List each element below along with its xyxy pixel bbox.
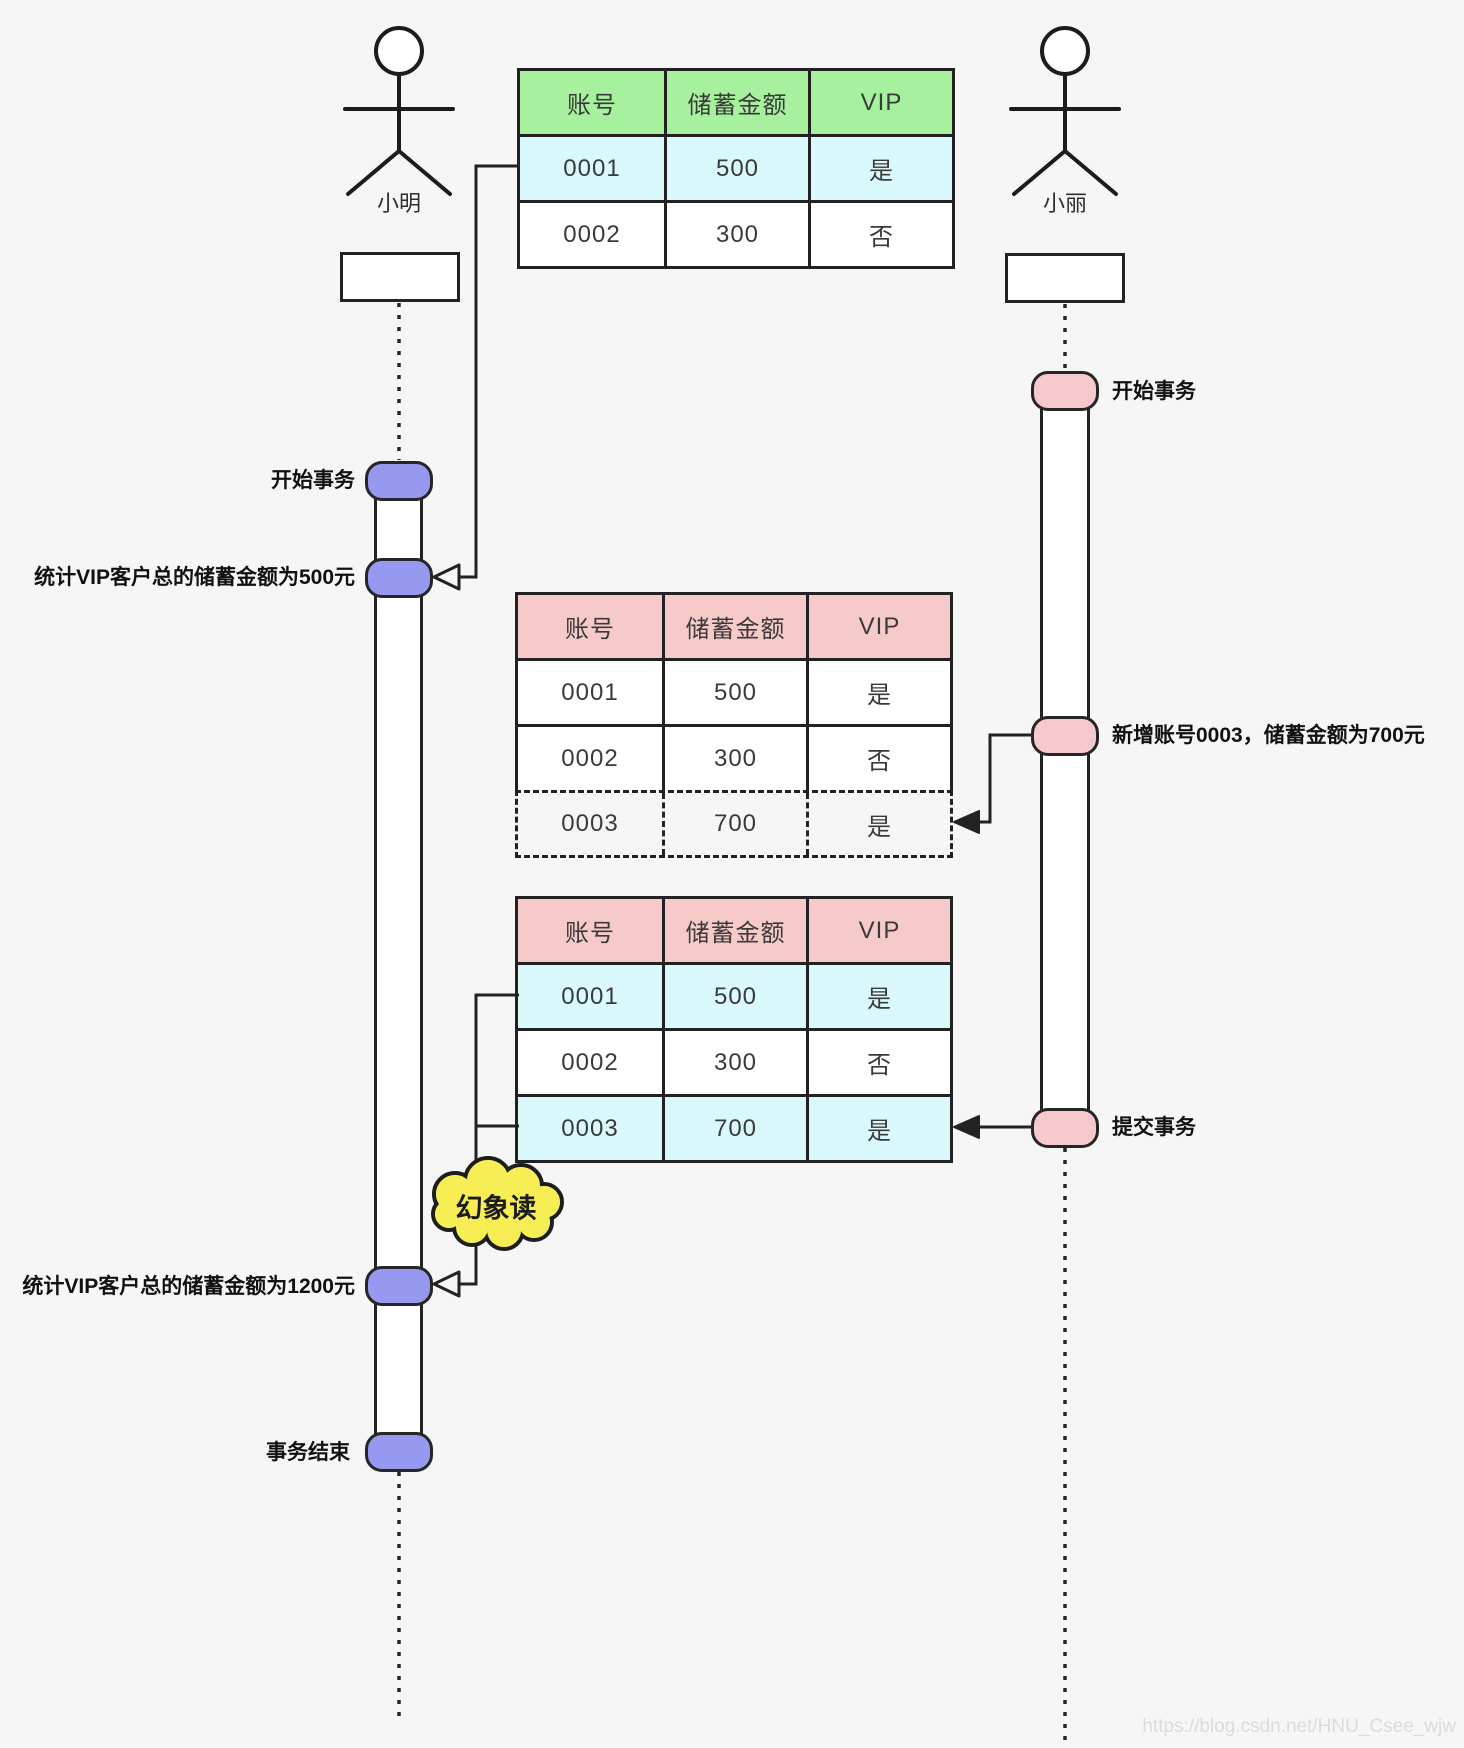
- table-cell: 0001: [520, 137, 664, 200]
- table-header-row: 账号 储蓄金额 VIP: [518, 595, 950, 658]
- table-header-row: 账号 储蓄金额 VIP: [518, 899, 950, 962]
- table-cell: 700: [662, 793, 806, 855]
- table-header-row: 账号 储蓄金额 VIP: [520, 71, 952, 134]
- table-cell: 300: [662, 727, 806, 790]
- table-cell: 是: [806, 793, 950, 855]
- node-left-sum-1200: [365, 1266, 433, 1306]
- right-activation-bar: [1040, 391, 1090, 1127]
- table-cell: 否: [806, 727, 950, 790]
- table-initial-accounts: 账号 储蓄金额 VIP 0001 500 是 0002 300 否: [517, 68, 955, 269]
- table-cell: 否: [808, 203, 952, 266]
- table-row: 0002 300 否: [520, 200, 952, 266]
- table-row: 0001 500 是: [518, 658, 950, 724]
- arrow-insert-row: [953, 733, 1031, 834]
- table-cell: 0001: [518, 661, 662, 724]
- label-right-commit: 提交事务: [1112, 1116, 1196, 1139]
- label-left-sum-500: 统计VIP客户总的储蓄金额为500元: [34, 566, 355, 589]
- table-cell: 否: [806, 1031, 950, 1094]
- table-cell: 300: [662, 1031, 806, 1094]
- table-header-cell: VIP: [806, 595, 950, 658]
- label-left-sum-1200: 统计VIP客户总的储蓄金额为1200元: [22, 1275, 355, 1298]
- table-cell: 0002: [520, 203, 664, 266]
- table-row: 0001 500 是: [518, 962, 950, 1028]
- table-header-cell: VIP: [806, 899, 950, 962]
- table-cell: 0001: [518, 965, 662, 1028]
- table-cell: 0003: [561, 810, 619, 837]
- table-cell: 是: [808, 137, 952, 200]
- table-cell: 是: [806, 965, 950, 1028]
- table-cell: 500: [662, 661, 806, 724]
- arrow-phantom-read: [432, 993, 519, 1298]
- table-cell: 是: [806, 1097, 950, 1160]
- table-phantom-read: 账号 储蓄金额 VIP 0001 500 是 0002 300 否 0003 7…: [515, 896, 953, 1163]
- table-header-cell: 账号: [518, 899, 662, 962]
- table-after-insert: 账号 储蓄金额 VIP 0001 500 是 0002 300 否: [515, 592, 953, 790]
- label-right-begin-transaction: 开始事务: [1112, 380, 1196, 403]
- table-cell: 0003: [518, 1097, 662, 1160]
- table-cell: 是: [806, 661, 950, 724]
- table-dashed-inserted-row: 0003 700 是: [515, 790, 953, 858]
- table-cell: 300: [664, 203, 808, 266]
- actor-figure-xiaoli: [1009, 26, 1121, 196]
- node-left-begin-transaction: [365, 461, 433, 501]
- phantom-cloud-label: 幻象读: [455, 1193, 537, 1224]
- label-left-begin-transaction: 开始事务: [271, 469, 355, 492]
- arrow-read-initial: [432, 164, 519, 591]
- table-row: 0001 500 是: [520, 134, 952, 200]
- label-left-end-transaction: 事务结束: [266, 1441, 350, 1464]
- table-header-cell: 储蓄金额: [662, 595, 806, 658]
- table-cell: 0002: [518, 1031, 662, 1094]
- actor-right-label: 小丽: [1042, 191, 1088, 216]
- table-cell: 0002: [518, 727, 662, 790]
- node-left-end-transaction: [365, 1432, 433, 1472]
- table-header-cell: VIP: [808, 71, 952, 134]
- node-right-begin-transaction: [1031, 371, 1099, 411]
- node-left-sum-500: [365, 558, 433, 598]
- actor-figure-xiaoming: [343, 26, 455, 196]
- table-cell: 500: [662, 965, 806, 1028]
- table-header-cell: 账号: [518, 595, 662, 658]
- label-right-insert-account: 新增账号0003，储蓄金额为700元: [1112, 724, 1425, 747]
- watermark-url: https://blog.csdn.net/HNU_Csee_wjw: [1142, 1716, 1456, 1737]
- table-row: 0002 300 否: [518, 1028, 950, 1094]
- actor-left-label: 小明: [376, 191, 422, 216]
- table-header-cell: 储蓄金额: [662, 899, 806, 962]
- node-right-insert-account: [1031, 716, 1099, 756]
- actor-right-head-box: [1005, 253, 1125, 303]
- table-row: 0002 300 否: [518, 724, 950, 790]
- node-right-commit: [1031, 1108, 1099, 1148]
- actor-left-head-box: [340, 252, 460, 302]
- arrow-commit: [953, 1115, 1031, 1139]
- table-header-cell: 账号: [520, 71, 664, 134]
- table-cell: 700: [662, 1097, 806, 1160]
- table-row: 0003 700 是: [518, 1094, 950, 1160]
- table-header-cell: 储蓄金额: [664, 71, 808, 134]
- left-activation-bar: [374, 481, 423, 1452]
- table-cell: 500: [664, 137, 808, 200]
